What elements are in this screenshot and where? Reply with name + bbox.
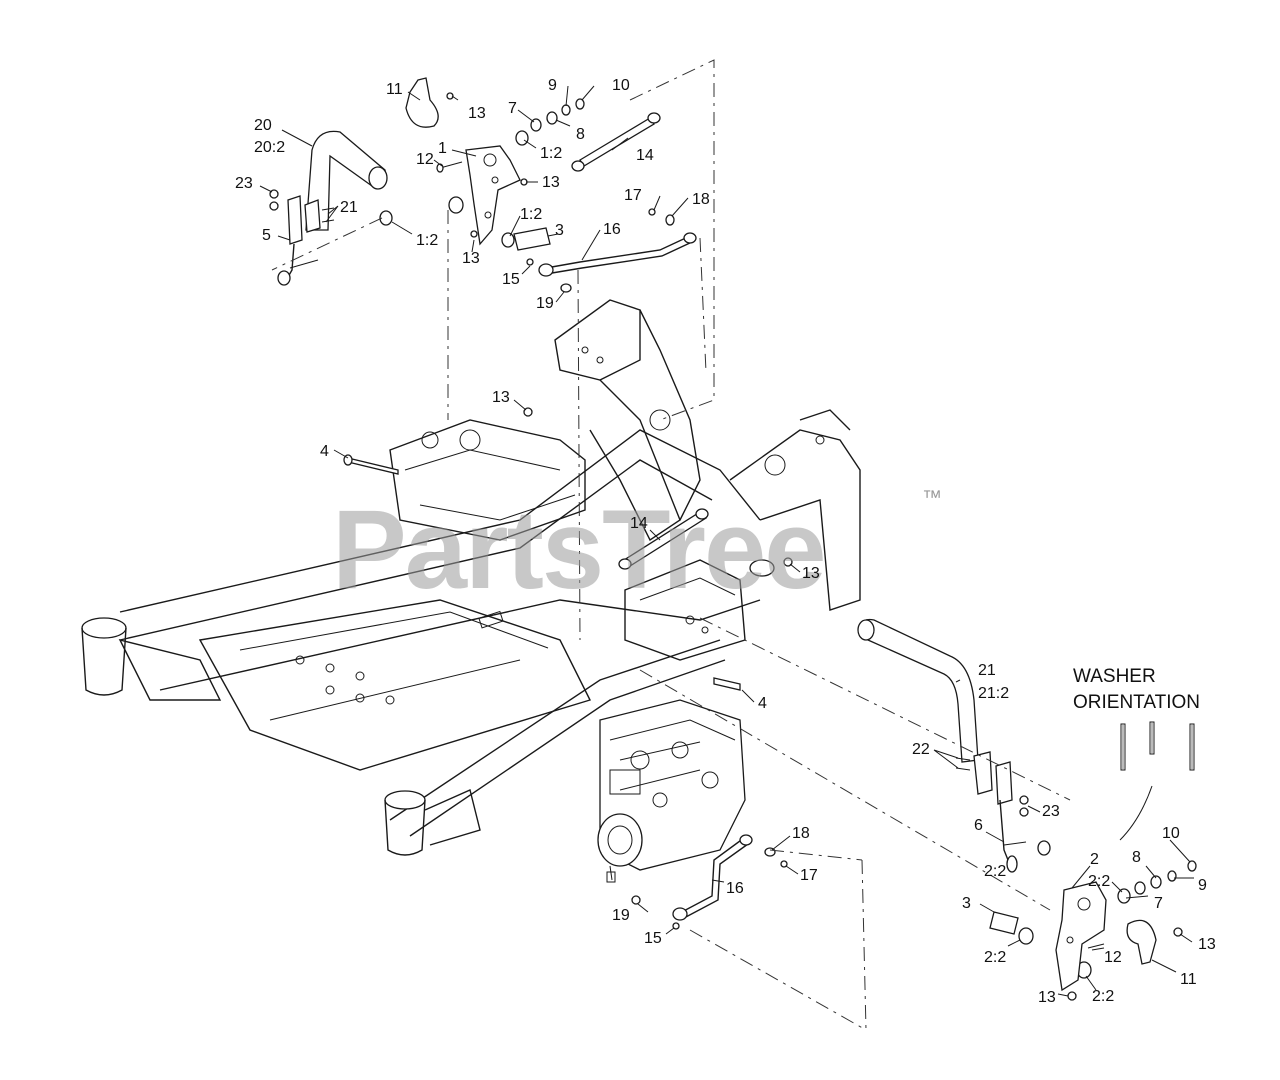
callout-c13d: 13: [492, 389, 510, 406]
callout-c4a: 4: [320, 443, 329, 460]
right-control-assembly: [857, 618, 1197, 1001]
callout-c13g: 13: [1198, 936, 1216, 953]
callout-c8a: 8: [576, 126, 585, 143]
callout-c1_2b: 1:2: [520, 206, 542, 223]
callout-c1: 1: [438, 140, 447, 157]
washer-profile-3: [1189, 723, 1195, 771]
callout-c11a: 11: [386, 81, 403, 98]
callout-c21b: 21: [978, 662, 996, 679]
hydro-transmission: [597, 699, 746, 883]
callout-c7a: 7: [508, 100, 517, 117]
callout-c15b: 15: [644, 930, 662, 947]
callout-c21_2: 21:2: [978, 685, 1009, 702]
callout-c23a: 23: [235, 175, 253, 192]
leader-lines: [259, 85, 1194, 997]
callout-c2_2d: 2:2: [1092, 988, 1114, 1005]
callout-c14b: 14: [630, 515, 648, 532]
watermark: PartsTree ™: [332, 487, 942, 612]
washer-orientation-line2: ORIENTATION: [1073, 692, 1200, 713]
callout-c1_2a: 1:2: [540, 145, 562, 162]
callout-c2_2b: 2:2: [984, 863, 1006, 880]
callout-c10a: 10: [612, 77, 630, 94]
callout-c8b: 8: [1132, 849, 1141, 866]
callout-c2_2a: 2:2: [1088, 873, 1110, 890]
callout-c9a: 9: [548, 77, 557, 94]
callout-c4b: 4: [758, 695, 767, 712]
callout-c13c: 13: [462, 250, 480, 267]
callout-c6: 6: [974, 817, 983, 834]
callout-c7b: 7: [1154, 895, 1163, 912]
callout-c15a: 15: [502, 271, 520, 288]
callout-c13a: 13: [468, 105, 486, 122]
washer-orientation-line1: WASHER: [1073, 666, 1156, 687]
callout-c13b: 13: [542, 174, 560, 191]
lower-linkage: [631, 834, 788, 930]
callout-c18b: 18: [792, 825, 810, 842]
chassis-frame: [81, 299, 861, 856]
callout-c14a: 14: [636, 147, 654, 164]
watermark-trademark: ™: [922, 487, 942, 509]
callout-c17a: 17: [624, 187, 642, 204]
callout-c5: 5: [262, 227, 271, 244]
callout-c21a: 21: [340, 199, 358, 216]
callout-c16a: 16: [603, 221, 621, 238]
callout-c2: 2: [1090, 851, 1099, 868]
callout-c23b: 23: [1042, 803, 1060, 820]
callout-c13e: 13: [802, 565, 820, 582]
callout-c2_2c: 2:2: [984, 949, 1006, 966]
callout-c10b: 10: [1162, 825, 1180, 842]
washer-orientation-inset: WASHER ORIENTATION: [1073, 666, 1200, 771]
left-control-assembly: [269, 77, 697, 293]
callout-c20_2: 20:2: [254, 139, 285, 156]
assembly-centerlines: [271, 59, 1071, 1031]
callout-c18a: 18: [692, 191, 710, 208]
callout-c22: 22: [912, 741, 930, 758]
callout-c19a: 19: [536, 295, 554, 312]
callout-c19b: 19: [612, 907, 630, 924]
callout-c3a: 3: [555, 222, 564, 239]
frame-hardware-middle: [618, 508, 793, 691]
callout-c13f: 13: [1038, 989, 1056, 1006]
washer-profile-1: [1120, 723, 1126, 771]
callout-c20: 20: [254, 117, 272, 134]
callout-c12b: 12: [1104, 949, 1122, 966]
callout-c17b: 17: [800, 867, 818, 884]
callout-c3b: 3: [962, 895, 971, 912]
washer-profile-2: [1149, 721, 1155, 755]
callout-c16b: 16: [726, 880, 744, 897]
frame-hardware-left: [343, 407, 533, 475]
watermark-text: PartsTree: [332, 487, 825, 612]
callout-c11b: 11: [1180, 971, 1197, 988]
callout-c12a: 12: [416, 151, 434, 168]
callout-c9b: 9: [1198, 877, 1207, 894]
callout-c1_2c: 1:2: [416, 232, 438, 249]
